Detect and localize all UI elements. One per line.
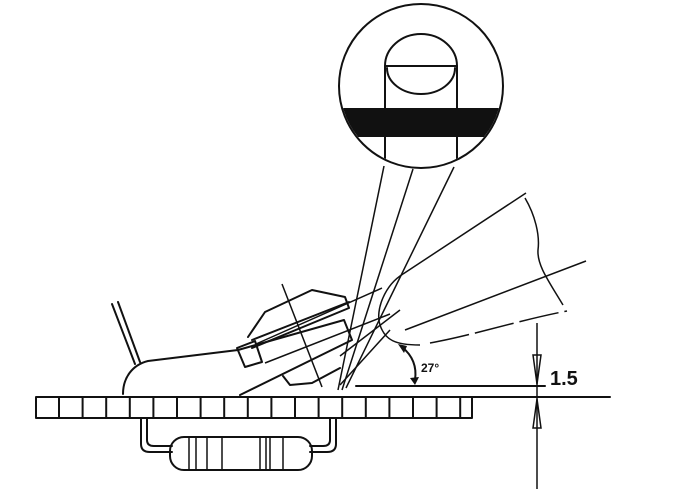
height-label: 1.5	[550, 368, 578, 390]
circuit-board	[35, 385, 611, 419]
soldering-iron	[255, 192, 587, 386]
component	[111, 283, 353, 396]
lead-top	[384, 33, 458, 67]
magnified-detail	[338, 3, 504, 169]
height-dimension: 1.5	[532, 323, 578, 489]
resistor	[140, 418, 337, 471]
solder-band	[340, 108, 502, 137]
projection-lines	[337, 165, 455, 391]
angle-annotation: 27°	[398, 344, 439, 385]
angle-label: 27°	[421, 361, 439, 375]
